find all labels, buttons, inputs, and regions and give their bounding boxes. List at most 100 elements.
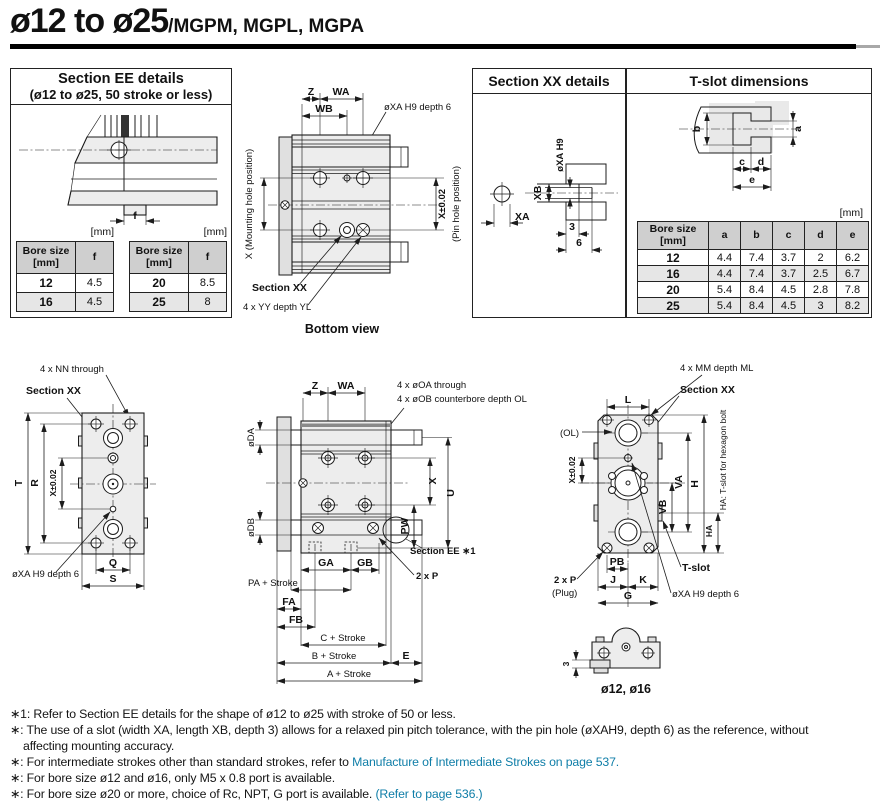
dim-label-u: U — [445, 489, 457, 497]
table-row: 16 4.4 7.4 3.7 2.5 6.7 — [637, 265, 869, 282]
section-xx-callout: Section XX — [252, 282, 307, 294]
table-cell: 6.2 — [836, 249, 869, 266]
tslot-box: T-slot dimensions — [626, 68, 872, 318]
section-ee-subtitle: (ø12 to ø25, 50 stroke or less) — [29, 87, 213, 102]
tslot-callout: T-slot — [682, 562, 711, 574]
table-cell: 8 — [188, 292, 227, 312]
section-ee-geometry — [19, 114, 218, 225]
table-cell: 3.7 — [772, 249, 805, 266]
dim-label-j: J — [610, 574, 616, 586]
table-cell: 4.5 — [75, 273, 114, 293]
table-cell: 5.4 — [708, 297, 741, 314]
table-cell: 2.8 — [804, 281, 837, 298]
unit-label: [mm] — [90, 226, 114, 238]
col-header-f: f — [75, 241, 114, 274]
dim-label-s: S — [109, 573, 116, 585]
dim-label-xb: XB — [532, 185, 544, 200]
xa-callout: øXA H9 depth 6 — [672, 589, 739, 600]
table-cell: 20 — [637, 281, 709, 298]
side-view-geometry — [24, 374, 156, 590]
tslot-title: T-slot dimensions — [627, 69, 871, 94]
tslot-drawing: b a c d e — [679, 101, 804, 191]
bottom-view-geometry — [260, 93, 444, 306]
dim-label-f: f — [133, 210, 137, 222]
dim-label-c: C + Stroke — [320, 633, 365, 644]
port-refer-link[interactable]: (Refer to page 536.) — [375, 787, 483, 801]
dim-label-3: 3 — [561, 661, 571, 666]
tslot-geometry — [679, 101, 801, 191]
col-header-bore: Bore size[mm] — [637, 221, 709, 250]
intermediate-strokes-link[interactable]: Manufacture of Intermediate Strokes on p… — [352, 755, 620, 769]
table-row: 25 5.4 8.4 4.5 3 8.2 — [637, 297, 869, 314]
table-cell: 4.4 — [708, 249, 741, 266]
table-row: 12 4.5 — [16, 273, 114, 293]
page-title: ø12 to ø25/MGPM, MGPL, MGPA — [10, 2, 364, 41]
title-rule — [10, 44, 856, 49]
table-cell: 8.5 — [188, 273, 227, 293]
dim-label-g: G — [624, 590, 632, 602]
bottom-view-caption: Bottom view — [305, 322, 380, 336]
dim-label-db: øDB — [246, 518, 257, 537]
bottom-view-drawing: Z WA WB øXA H9 depth 6 X (Mounting hole … — [243, 86, 462, 336]
table-cell: 12 — [637, 249, 709, 266]
ob-callout: 4 x øOB counterbore depth OL — [397, 394, 527, 405]
section-ee-title: Section EE details — [58, 71, 184, 87]
page-title-main: ø12 to ø25 — [10, 2, 169, 40]
col-header-e: e — [836, 221, 869, 250]
dim-label-h: H — [689, 480, 701, 488]
section-xx-callout: Section XX — [26, 385, 81, 397]
small-view-geometry — [572, 627, 661, 678]
dim-label-6: 6 — [576, 237, 582, 249]
table-cell: 7.4 — [740, 249, 773, 266]
end-view-geometry — [576, 374, 724, 607]
dim-label-t: T — [13, 479, 25, 486]
dim-label-xa: XA — [515, 211, 530, 223]
dim-label-b: B + Stroke — [312, 651, 357, 662]
small-view-caption: ø12, ø16 — [601, 682, 651, 696]
section-ee-callout: Section EE ∗1 — [410, 546, 476, 557]
col-header-bore: Bore size[mm] — [129, 241, 189, 274]
port-p-callout: 2 x P — [416, 571, 439, 582]
title-rule-end — [856, 45, 880, 48]
dim-label-a: A + Stroke — [327, 669, 371, 680]
col-header-c: c — [772, 221, 805, 250]
table-cell: 16 — [637, 265, 709, 282]
dim-label-pw: PW — [399, 517, 411, 534]
section-ee-box: Section EE details (ø12 to ø25, 50 strok… — [10, 68, 232, 318]
table-cell: 16 — [16, 292, 76, 312]
dim-label-e: E — [402, 650, 409, 662]
dim-label-fb: FB — [289, 614, 303, 626]
table-cell: 8.4 — [740, 297, 773, 314]
pin-hole-label: øXA H9 depth 6 — [384, 102, 451, 113]
table-row: 20 8.5 — [129, 273, 227, 293]
front-view-geometry — [255, 387, 452, 684]
dim-label-r: R — [29, 479, 41, 487]
table-cell: 7.8 — [836, 281, 869, 298]
footnote-2: ∗: The use of a slot (width XA, length X… — [10, 723, 809, 737]
front-view-drawing: Z WA 4 x øOA through 4 x øOB counterbore… — [246, 380, 527, 684]
table-row: 20 5.4 8.4 4.5 2.8 7.8 — [637, 281, 869, 298]
ha-note: HA: T-slot for hexagon bolt — [718, 409, 728, 510]
table-cell: 7.4 — [740, 265, 773, 282]
table-row: 12 4.4 7.4 3.7 2 6.2 — [637, 249, 869, 266]
mounting-hole-axis-label: X (Mounting hole position) — [244, 149, 255, 259]
unit-label: [mm] — [203, 226, 227, 238]
table-cell: 4.4 — [708, 265, 741, 282]
table-row: 16 4.5 — [16, 292, 114, 312]
dim-label-z: Z — [312, 380, 319, 392]
f-table-right: Bore size[mm] f 20 8.5 25 8 — [129, 241, 227, 312]
dim-label-da: øDA — [246, 427, 257, 447]
dim-label-dia-xa: øXA H9 — [555, 138, 566, 171]
ol-callout: (OL) — [560, 428, 579, 439]
dim-label-wa: WA — [338, 380, 355, 392]
dim-label-fa: FA — [282, 596, 296, 608]
table-cell: 3 — [804, 297, 837, 314]
table-cell: 4.5 — [772, 297, 805, 314]
unit-label: [mm] — [839, 207, 863, 219]
dim-label-a: a — [792, 126, 804, 132]
table-cell: 4.5 — [75, 292, 114, 312]
section-xx-geometry — [481, 163, 618, 253]
page-title-suffix: /MGPM, MGPL, MGPA — [168, 16, 365, 37]
dim-label-vb: VB — [657, 499, 669, 514]
